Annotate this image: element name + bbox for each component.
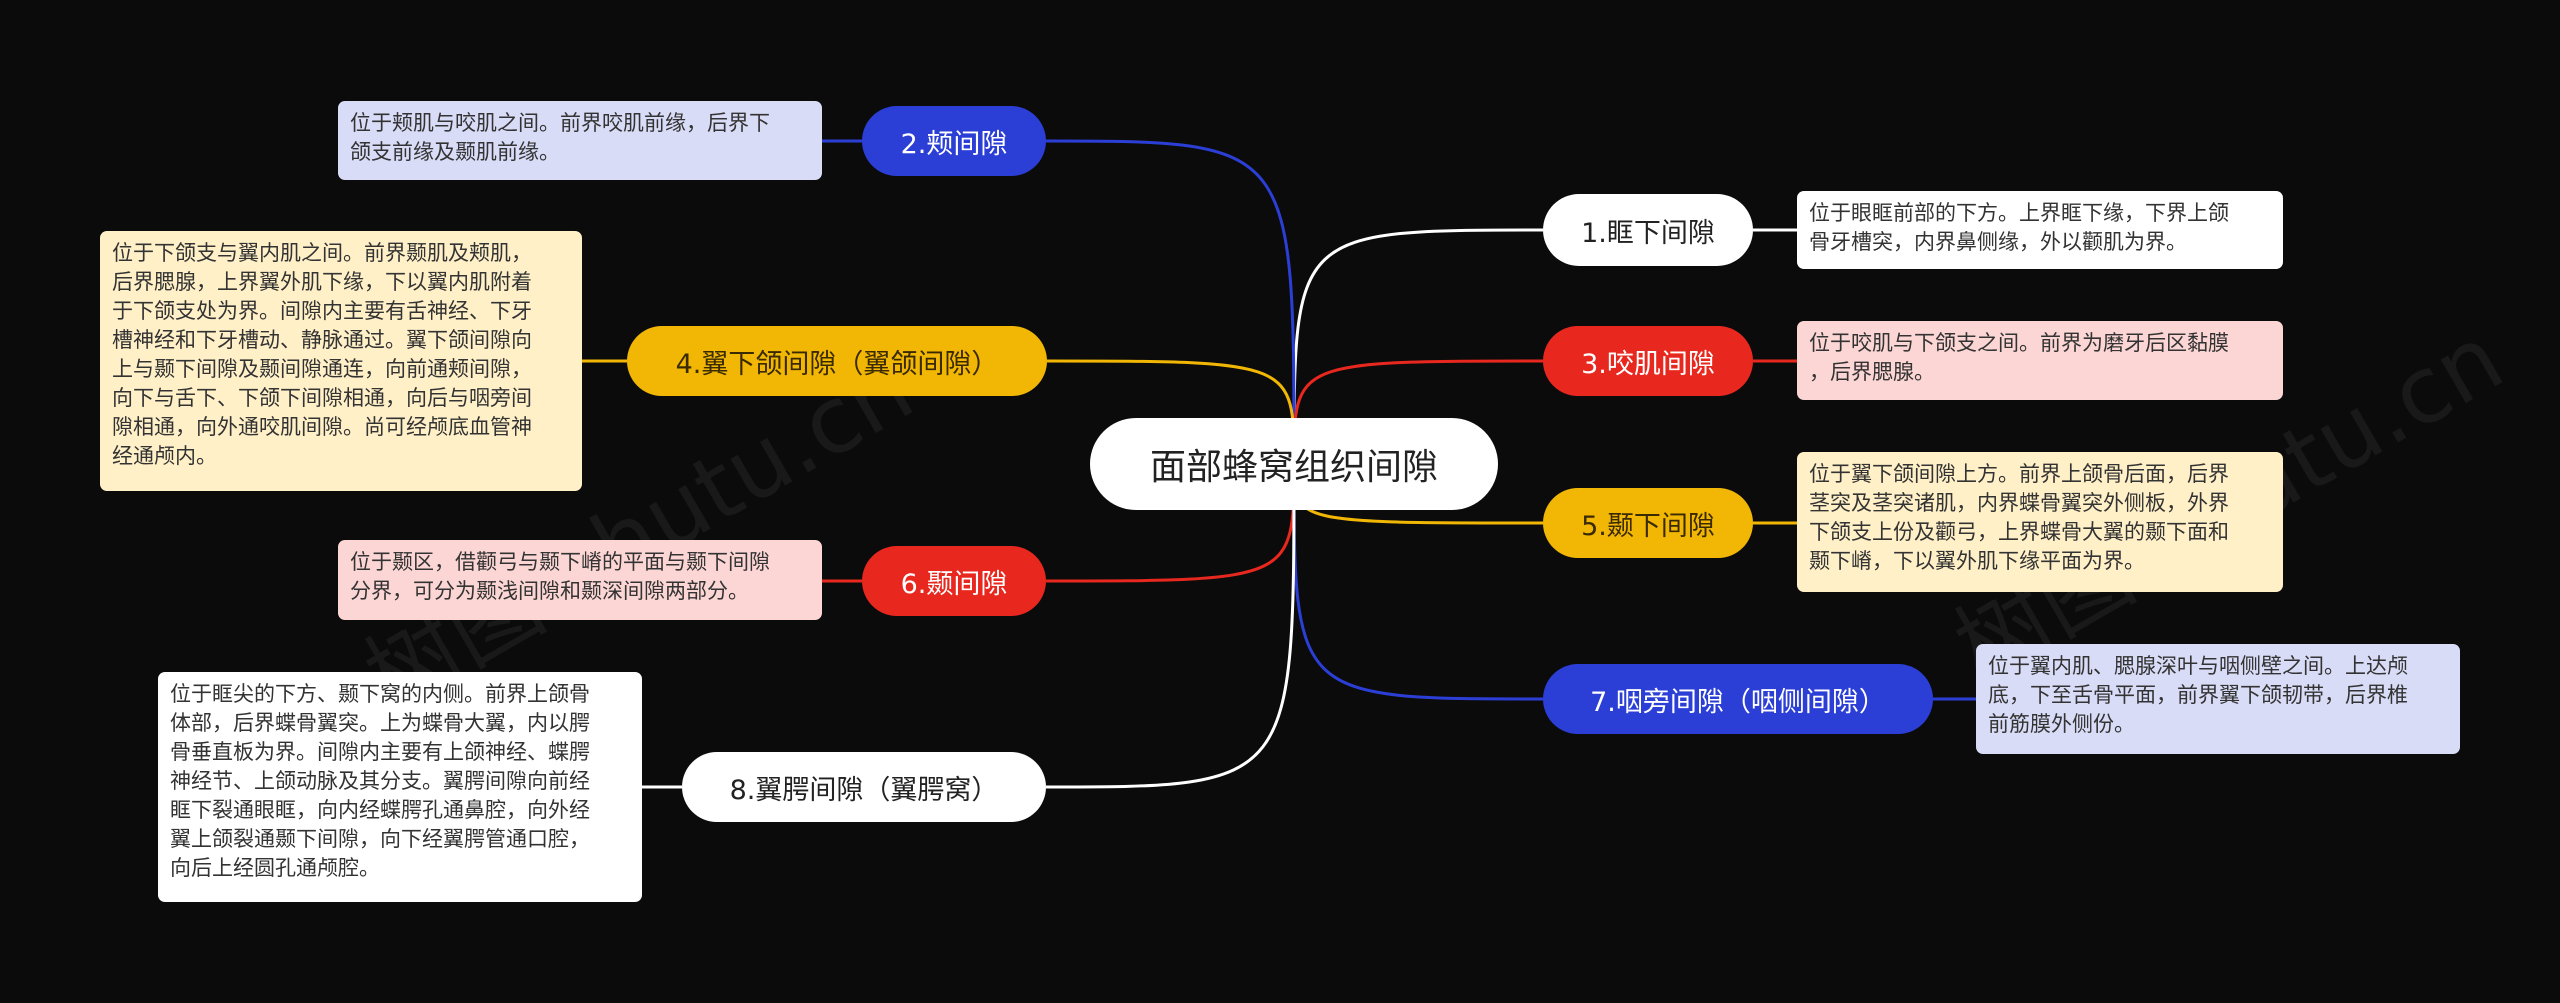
branch-note-3: 位于咬肌与下颌支之间。前界为磨牙后区黏膜 ，后界腮腺。: [1797, 321, 2283, 400]
branch-node-6[interactable]: 6.颞间隙: [862, 546, 1046, 616]
branch-link-2: [1045, 139, 1296, 465]
branch-node-5[interactable]: 5.颞下间隙: [1543, 488, 1753, 558]
branch-note-5: 位于翼下颌间隙上方。前界上颌骨后面，后界 茎突及茎突诸肌，内界蝶骨翼突外侧板，外…: [1797, 452, 2283, 592]
branch-node-3[interactable]: 3.咬肌间隙: [1543, 326, 1753, 396]
branch-note-2: 位于颊肌与咬肌之间。前界咬肌前缘，后界下 颌支前缘及颞肌前缘。: [338, 101, 822, 180]
branch-note-4: 位于下颌支与翼内肌之间。前界颞肌及颊肌， 后界腮腺，上界翼外肌下缘，下以翼内肌附…: [100, 231, 582, 491]
branch-node-2[interactable]: 2.颊间隙: [862, 106, 1046, 176]
branch-node-8[interactable]: 8.翼腭间隙（翼腭窝）: [682, 752, 1046, 822]
central-topic[interactable]: 面部蜂窝组织间隙: [1090, 418, 1498, 510]
branch-link-8: [1045, 463, 1296, 789]
branch-note-6: 位于颞区，借颧弓与颞下嵴的平面与颞下间隙 分界，可分为颞浅间隙和颞深间隙两部分。: [338, 540, 822, 620]
branch-note-1: 位于眼眶前部的下方。上界眶下缘，下界上颌 骨牙槽突，内界鼻侧缘，外以颧肌为界。: [1797, 191, 2283, 269]
branch-node-1[interactable]: 1.眶下间隙: [1543, 194, 1753, 266]
branch-node-4[interactable]: 4.翼下颌间隙（翼颌间隙）: [627, 326, 1047, 396]
branch-note-8: 位于眶尖的下方、颞下窝的内侧。前界上颌骨 体部，后界蝶骨翼突。上为蝶骨大翼，内以…: [158, 672, 642, 902]
branch-node-7[interactable]: 7.咽旁间隙（咽侧间隙）: [1543, 664, 1933, 734]
branch-note-7: 位于翼内肌、腮腺深叶与咽侧壁之间。上达颅 底，下至舌骨平面，前界翼下颌韧带，后界…: [1976, 644, 2460, 754]
